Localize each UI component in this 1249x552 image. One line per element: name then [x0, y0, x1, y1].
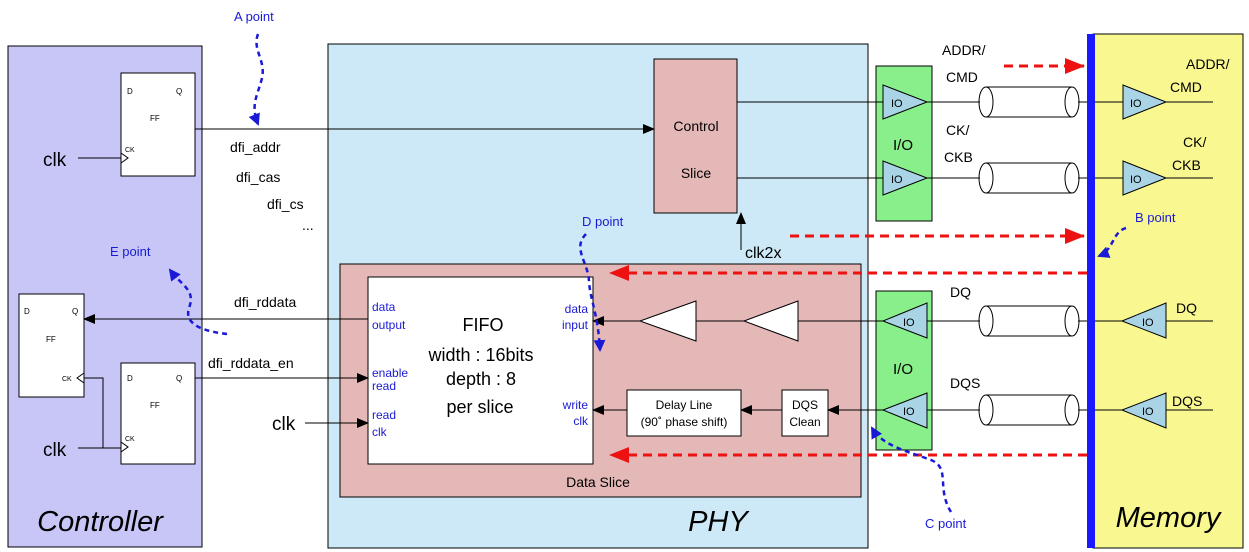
memory-block	[1092, 33, 1244, 549]
control-slice	[653, 58, 738, 214]
svg-text:Q: Q	[72, 307, 78, 316]
fifo-read-clk: read	[372, 408, 396, 422]
phy-io-buffer-ck: IO	[882, 160, 929, 196]
flipflop-enable: D Q FF CK	[120, 362, 196, 465]
c-point-label: C point	[925, 516, 967, 531]
svg-text:IO: IO	[903, 406, 915, 418]
dqs-clean-label-2: Clean	[789, 415, 820, 429]
phy-label: PHY	[688, 506, 750, 538]
flipflop-top: D Q FF CK	[120, 72, 196, 177]
fifo-enable-read: enable	[372, 366, 408, 380]
transmission-line-ck	[927, 162, 1087, 194]
svg-text:IO: IO	[903, 317, 915, 329]
ellipsis-label: ...	[302, 217, 314, 233]
mem-ck-ckb-label-2: CKB	[1172, 157, 1201, 173]
a-point-marker	[248, 33, 264, 126]
phy-addr-cmd-label-2: CMD	[946, 69, 978, 85]
svg-text:D: D	[127, 87, 133, 96]
dfi-cas-label: dfi_cas	[236, 169, 280, 185]
svg-text:FF: FF	[46, 335, 56, 344]
delay-line-label-2: (90˚ phase shift)	[641, 415, 728, 429]
svg-text:CK: CK	[125, 436, 135, 443]
delay-line-label: Delay Line	[656, 398, 713, 412]
svg-text:IO: IO	[1142, 406, 1154, 418]
dfi-cs-label: dfi_cs	[267, 196, 304, 212]
mem-dqs-label: DQS	[1172, 393, 1202, 409]
svg-text:IO: IO	[1130, 174, 1142, 186]
clk2x-label: clk2x	[745, 245, 781, 262]
memory-bus	[1087, 34, 1095, 548]
clk-label-bottom: clk	[43, 440, 67, 461]
dfi-rddata-label: dfi_rddata	[234, 294, 296, 310]
d-point-marker	[579, 233, 606, 352]
fifo-block	[367, 276, 594, 465]
svg-text:IO: IO	[1142, 317, 1154, 329]
phy-dq-label: DQ	[950, 284, 971, 300]
d-point-label: D point	[582, 214, 624, 229]
mem-dq-label: DQ	[1176, 300, 1197, 316]
data-slice-label: Data Slice	[566, 474, 630, 490]
control-slice-label: Control	[673, 118, 718, 134]
fifo-per-slice: per slice	[446, 397, 513, 417]
svg-text:CK: CK	[62, 376, 72, 383]
svg-text:FF: FF	[150, 401, 160, 410]
mem-ck-ckb-label: CK/	[1183, 134, 1206, 150]
svg-text:IO: IO	[1130, 98, 1142, 110]
fifo-data-output: data	[372, 300, 396, 314]
e-point-label: E point	[110, 244, 151, 259]
e-point-marker	[168, 268, 228, 336]
svg-text:IO: IO	[891, 98, 903, 110]
fifo-width: width : 16bits	[427, 345, 533, 365]
mem-addr-cmd-label-2: CMD	[1170, 79, 1202, 95]
fifo-write-clk-2: clk	[573, 414, 589, 428]
clk-label-top: clk	[43, 150, 67, 171]
io-label-bottom: I/O	[893, 361, 913, 378]
svg-text:FF: FF	[150, 114, 160, 123]
c-point-marker	[870, 426, 953, 513]
svg-text:Q: Q	[176, 87, 182, 96]
clk-label-fifo: clk	[272, 414, 296, 435]
svg-text:IO: IO	[891, 174, 903, 186]
transmission-line-dqs	[927, 394, 1087, 426]
phy-ck-ckb-label-2: CKB	[944, 149, 973, 165]
io-label-top: I/O	[893, 137, 913, 154]
mem-addr-cmd-label: ADDR/	[1186, 56, 1230, 72]
control-slice-label-2: Slice	[681, 165, 712, 181]
b-point-marker	[1097, 226, 1127, 258]
fifo-depth: depth : 8	[446, 369, 516, 389]
flipflop-rddata: D Q FF CK	[18, 293, 85, 398]
fifo-read-clk-2: clk	[372, 425, 388, 439]
fifo-data-input-2: input	[562, 318, 589, 332]
svg-text:D: D	[127, 374, 133, 383]
fifo-data-output-2: output	[372, 318, 406, 332]
transmission-line-dq	[927, 305, 1087, 337]
phy-addr-cmd-label: ADDR/	[942, 42, 986, 58]
a-point-label: A point	[234, 9, 274, 24]
fifo-write-clk: write	[562, 398, 589, 412]
dfi-rddata-en-label: dfi_rddata_en	[208, 355, 294, 371]
delay-line-block	[626, 389, 742, 437]
dqs-clean-label: DQS	[792, 398, 818, 412]
dfi-addr-label: dfi_addr	[230, 139, 281, 155]
memory-label: Memory	[1116, 502, 1222, 534]
fifo-enable-read-2: read	[372, 379, 396, 393]
svg-text:Q: Q	[176, 374, 182, 383]
svg-text:CK: CK	[125, 147, 135, 154]
fifo-title: FIFO	[463, 315, 504, 335]
svg-text:D: D	[24, 307, 30, 316]
controller-label: Controller	[37, 506, 164, 538]
fifo-data-input: data	[565, 302, 589, 316]
b-point-label: B point	[1135, 210, 1176, 225]
phy-dqs-label: DQS	[950, 375, 980, 391]
phy-ck-ckb-label: CK/	[946, 122, 969, 138]
transmission-line-addr	[927, 86, 1087, 118]
dqs-clean-block	[781, 389, 829, 437]
